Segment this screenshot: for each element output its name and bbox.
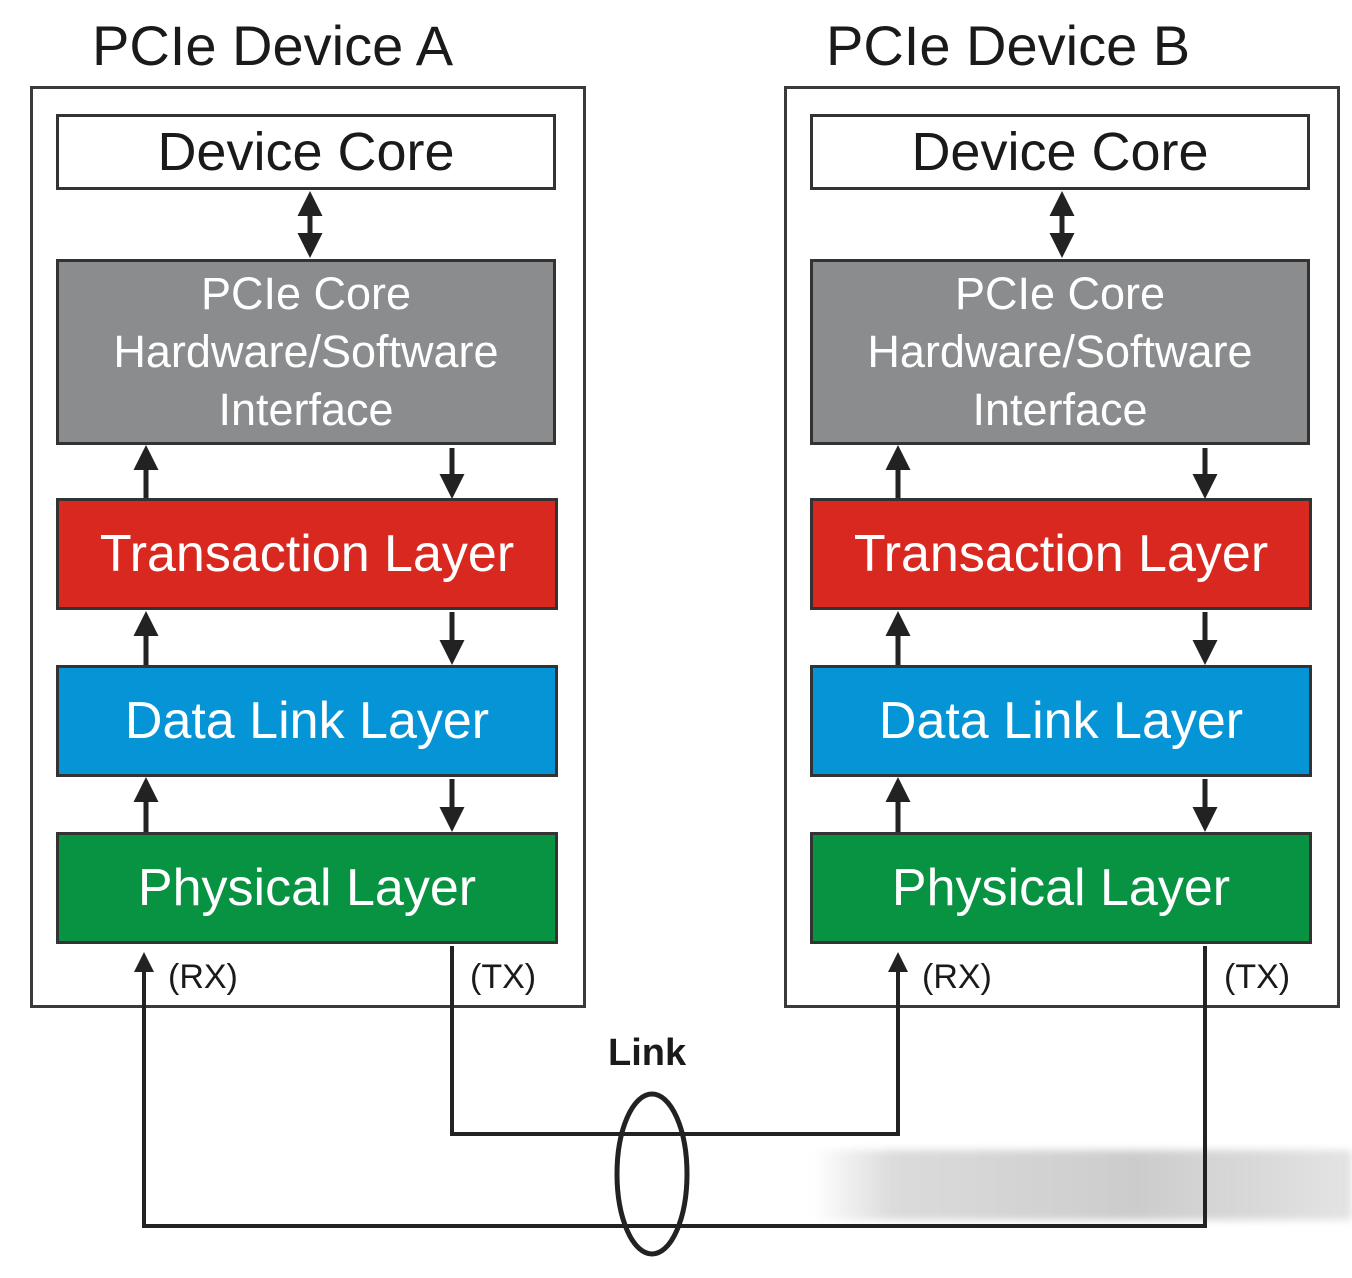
device-b-tx-label: (TX) [1224,958,1291,996]
device-a-transaction-layer: Transaction Layer [56,498,558,610]
device-b-sw-line-1: PCIe Core [954,268,1166,319]
device-a-sw-line-1: PCIe Core [200,268,412,319]
link-b-tx-to-a-rx [134,946,1207,1228]
device-b-data-link-layer: Data Link Layer [810,665,1312,777]
device-b-sw-line-2: Hardware/Software [867,326,1253,377]
device-a-physical-layer: Physical Layer [56,832,558,944]
device-a-rx-label: (RX) [168,958,238,996]
device-b-core: Device Core [810,114,1310,190]
device-a-title: PCIe Device A [92,14,454,77]
device-b-physical-layer: Physical Layer [810,832,1312,944]
device-a-sw-line-3: Interface [218,384,394,435]
device-b-title: PCIe Device B [826,14,1191,77]
device-b-rx-label: (RX) [922,958,992,996]
link-label: Link [608,1032,687,1074]
device-b-transaction-layer: Transaction Layer [810,498,1312,610]
device-a-core: Device Core [56,114,556,190]
device-a-sw-interface: PCIe Core Hardware/Software Interface [56,259,556,445]
device-a-sw-line-2: Hardware/Software [113,326,499,377]
device-b-sw-interface: PCIe Core Hardware/Software Interface [810,259,1310,445]
watermark-blur [812,1150,1352,1220]
device-a-tx-label: (TX) [470,958,537,996]
link-a-tx-to-b-rx [450,946,908,1136]
device-b-sw-line-3: Interface [972,384,1148,435]
device-a-data-link-layer: Data Link Layer [56,665,558,777]
link-ellipse [614,1091,690,1257]
